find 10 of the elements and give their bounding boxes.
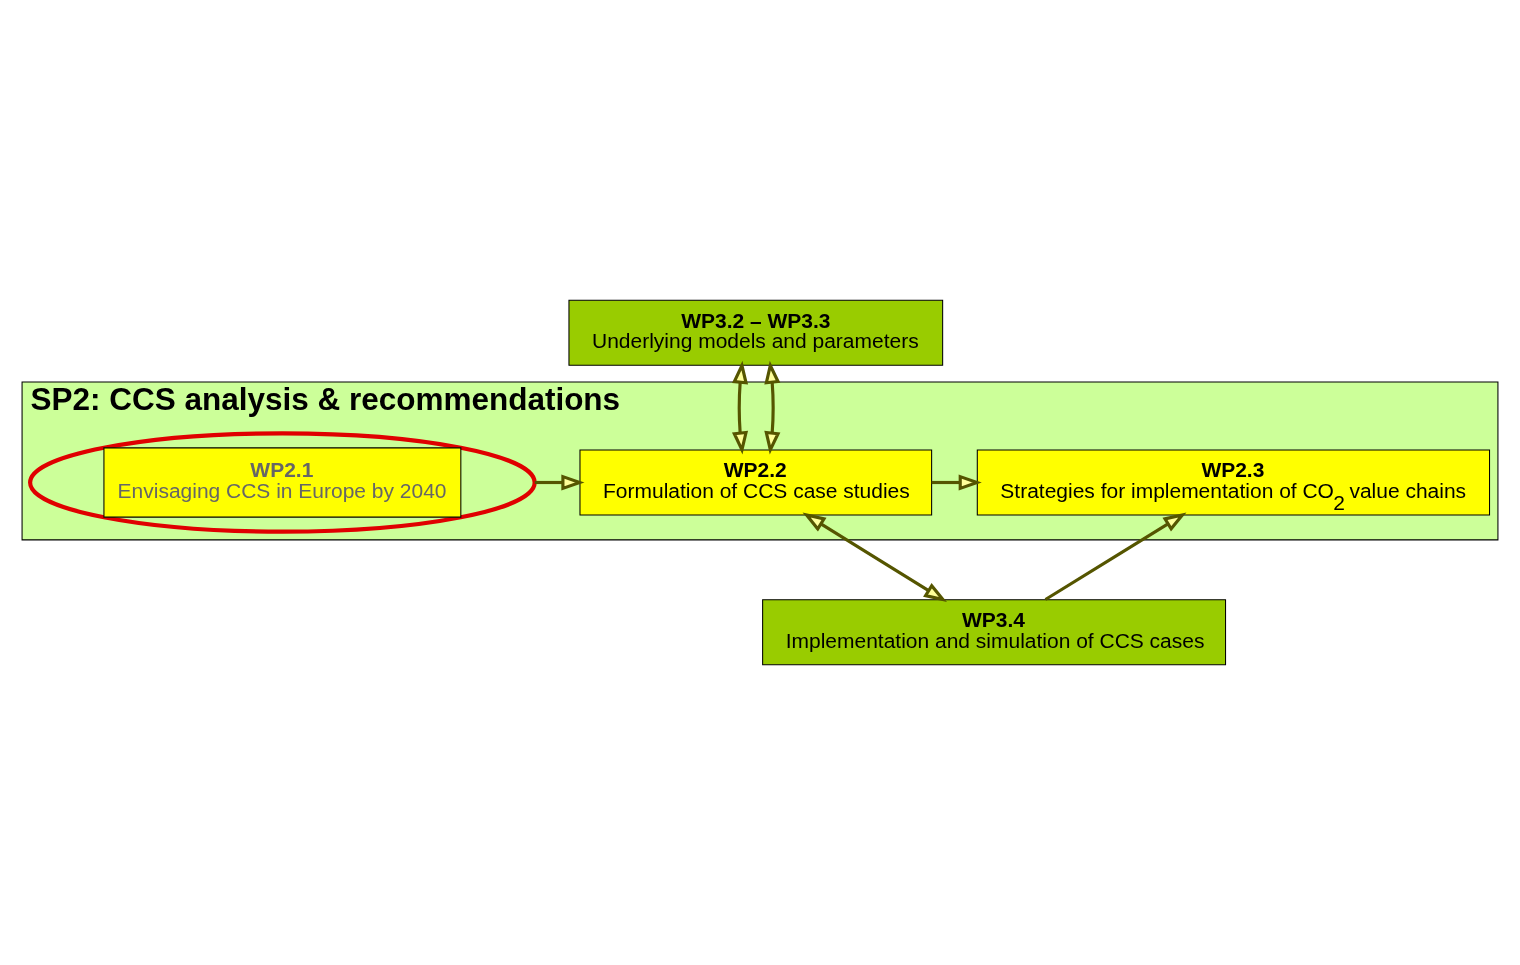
arrow	[534, 474, 585, 491]
arrow	[764, 360, 781, 455]
arrow	[1044, 512, 1187, 601]
node-box: WP3.4 Implementation and simulation of CCS cases	[762, 599, 1227, 666]
node-box: WP3.2 – WP3.3 Underlying models and parameters	[568, 299, 944, 366]
arrow	[802, 512, 947, 603]
node-ellipse: WP2.1 Envisaging CCS in Europe by 2040	[28, 431, 537, 534]
arrow	[931, 474, 982, 491]
arrow	[731, 360, 749, 455]
node-box: WP2.2 Formulation of CCS case studies	[579, 449, 933, 516]
